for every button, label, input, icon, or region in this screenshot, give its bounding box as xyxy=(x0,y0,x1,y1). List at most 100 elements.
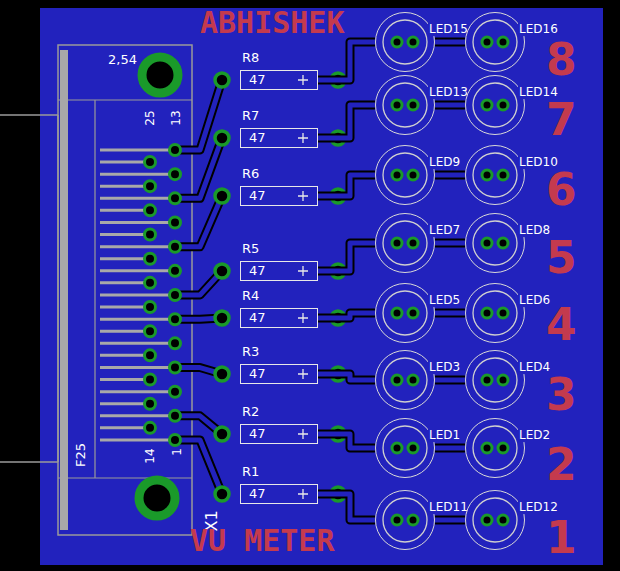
part-name: R3 xyxy=(242,344,259,359)
led-ring xyxy=(383,20,427,64)
led-pad xyxy=(498,170,508,180)
led-symbol: LED4 xyxy=(465,350,525,410)
trace-copper xyxy=(318,434,375,448)
led-pad xyxy=(482,37,492,47)
board-text: 8 xyxy=(546,38,577,82)
trace-outline xyxy=(175,196,222,247)
part-name: LED8 xyxy=(518,223,551,237)
board-text: 1 xyxy=(546,516,577,560)
copper-trace xyxy=(175,196,222,247)
led-symbol: LED9 xyxy=(375,145,435,205)
trace-outline xyxy=(318,494,375,520)
led-symbol: LED2 xyxy=(465,418,525,478)
connector-finger xyxy=(100,173,175,176)
led-pad xyxy=(482,308,492,318)
led-ring xyxy=(383,221,427,265)
board-copper xyxy=(40,8,603,565)
pin-pad xyxy=(170,169,181,180)
part-name: R5 xyxy=(242,241,259,256)
led-pad xyxy=(482,170,492,180)
connector-finger xyxy=(100,197,175,200)
connector-finger xyxy=(100,149,175,152)
connector-finger xyxy=(100,318,175,321)
part-name: LED15 xyxy=(428,22,469,36)
pin-pad xyxy=(170,217,181,228)
copper-trace xyxy=(318,105,375,138)
led-symbol: LED11 xyxy=(375,490,435,550)
led-ring xyxy=(383,291,427,335)
connector-finger xyxy=(100,233,150,236)
trace-copper xyxy=(435,518,465,523)
copper-trace xyxy=(435,448,465,449)
led-ring xyxy=(383,426,427,470)
pin-pad xyxy=(170,241,181,252)
trace-outline xyxy=(435,376,465,385)
part-name: LED2 xyxy=(518,428,551,442)
led-pad xyxy=(392,238,402,248)
connector-finger xyxy=(100,209,150,212)
part-name: LED1 xyxy=(428,428,461,442)
part-name: R6 xyxy=(242,166,259,181)
pin-pad xyxy=(145,205,156,216)
trace-outline xyxy=(318,313,375,318)
led-symbol: LED7 xyxy=(375,213,435,273)
mounting-hole xyxy=(139,480,175,516)
trace-outline xyxy=(175,440,222,494)
pin-pad xyxy=(170,435,181,446)
copper-trace xyxy=(318,243,375,271)
resistor-pad xyxy=(215,189,229,203)
led-pad xyxy=(408,100,418,110)
part-value: 47 xyxy=(249,486,266,501)
part-value: 47 xyxy=(249,310,266,325)
pin-pad xyxy=(170,338,181,349)
pin-pad xyxy=(145,374,156,385)
trace-copper xyxy=(435,378,465,383)
part-name: LED16 xyxy=(518,22,559,36)
resistor-pad xyxy=(215,427,229,441)
pin-pad xyxy=(170,145,181,156)
board-text: 7 xyxy=(546,98,577,142)
polarity-mark xyxy=(298,133,308,143)
connector-finger xyxy=(100,257,150,260)
trace-outline xyxy=(435,309,465,318)
connector-finger xyxy=(100,402,150,405)
trace-copper xyxy=(435,241,465,246)
led-pad xyxy=(392,308,402,318)
connector-finger xyxy=(100,269,175,272)
led-pad xyxy=(408,515,418,525)
led-pad xyxy=(498,37,508,47)
part-name: LED12 xyxy=(518,500,559,514)
pin-pad xyxy=(145,350,156,361)
silkscreen-label: F25 xyxy=(74,443,87,467)
copper-trace xyxy=(435,42,465,43)
part-name: LED10 xyxy=(518,155,559,169)
part-name: LED13 xyxy=(428,85,469,99)
resistor-symbol: R747 xyxy=(240,128,318,148)
connector-finger xyxy=(100,390,175,393)
pin-pad xyxy=(170,290,181,301)
copper-trace xyxy=(318,313,375,318)
part-name: LED4 xyxy=(518,360,551,374)
copper-trace xyxy=(318,175,375,196)
part-value: 47 xyxy=(249,188,266,203)
led-pad xyxy=(498,238,508,248)
pin-pad xyxy=(145,422,156,433)
copper-trace xyxy=(318,494,375,520)
copper-trace xyxy=(318,374,375,380)
trace-outline xyxy=(318,105,375,138)
connector-finger xyxy=(100,439,175,442)
part-value: 47 xyxy=(249,130,266,145)
trace-outline xyxy=(435,171,465,180)
pin-pad xyxy=(145,398,156,409)
part-name: LED14 xyxy=(518,85,559,99)
polarity-mark xyxy=(298,489,308,499)
led-ring xyxy=(473,153,517,197)
led-pad xyxy=(408,375,418,385)
part-value: 47 xyxy=(249,426,266,441)
resistor-pad xyxy=(215,487,229,501)
part-name: R7 xyxy=(242,108,259,123)
polarity-mark xyxy=(298,266,308,276)
board-text: 5 xyxy=(546,236,577,280)
led-symbol: LED13 xyxy=(375,75,435,135)
copper-trace xyxy=(435,243,465,244)
